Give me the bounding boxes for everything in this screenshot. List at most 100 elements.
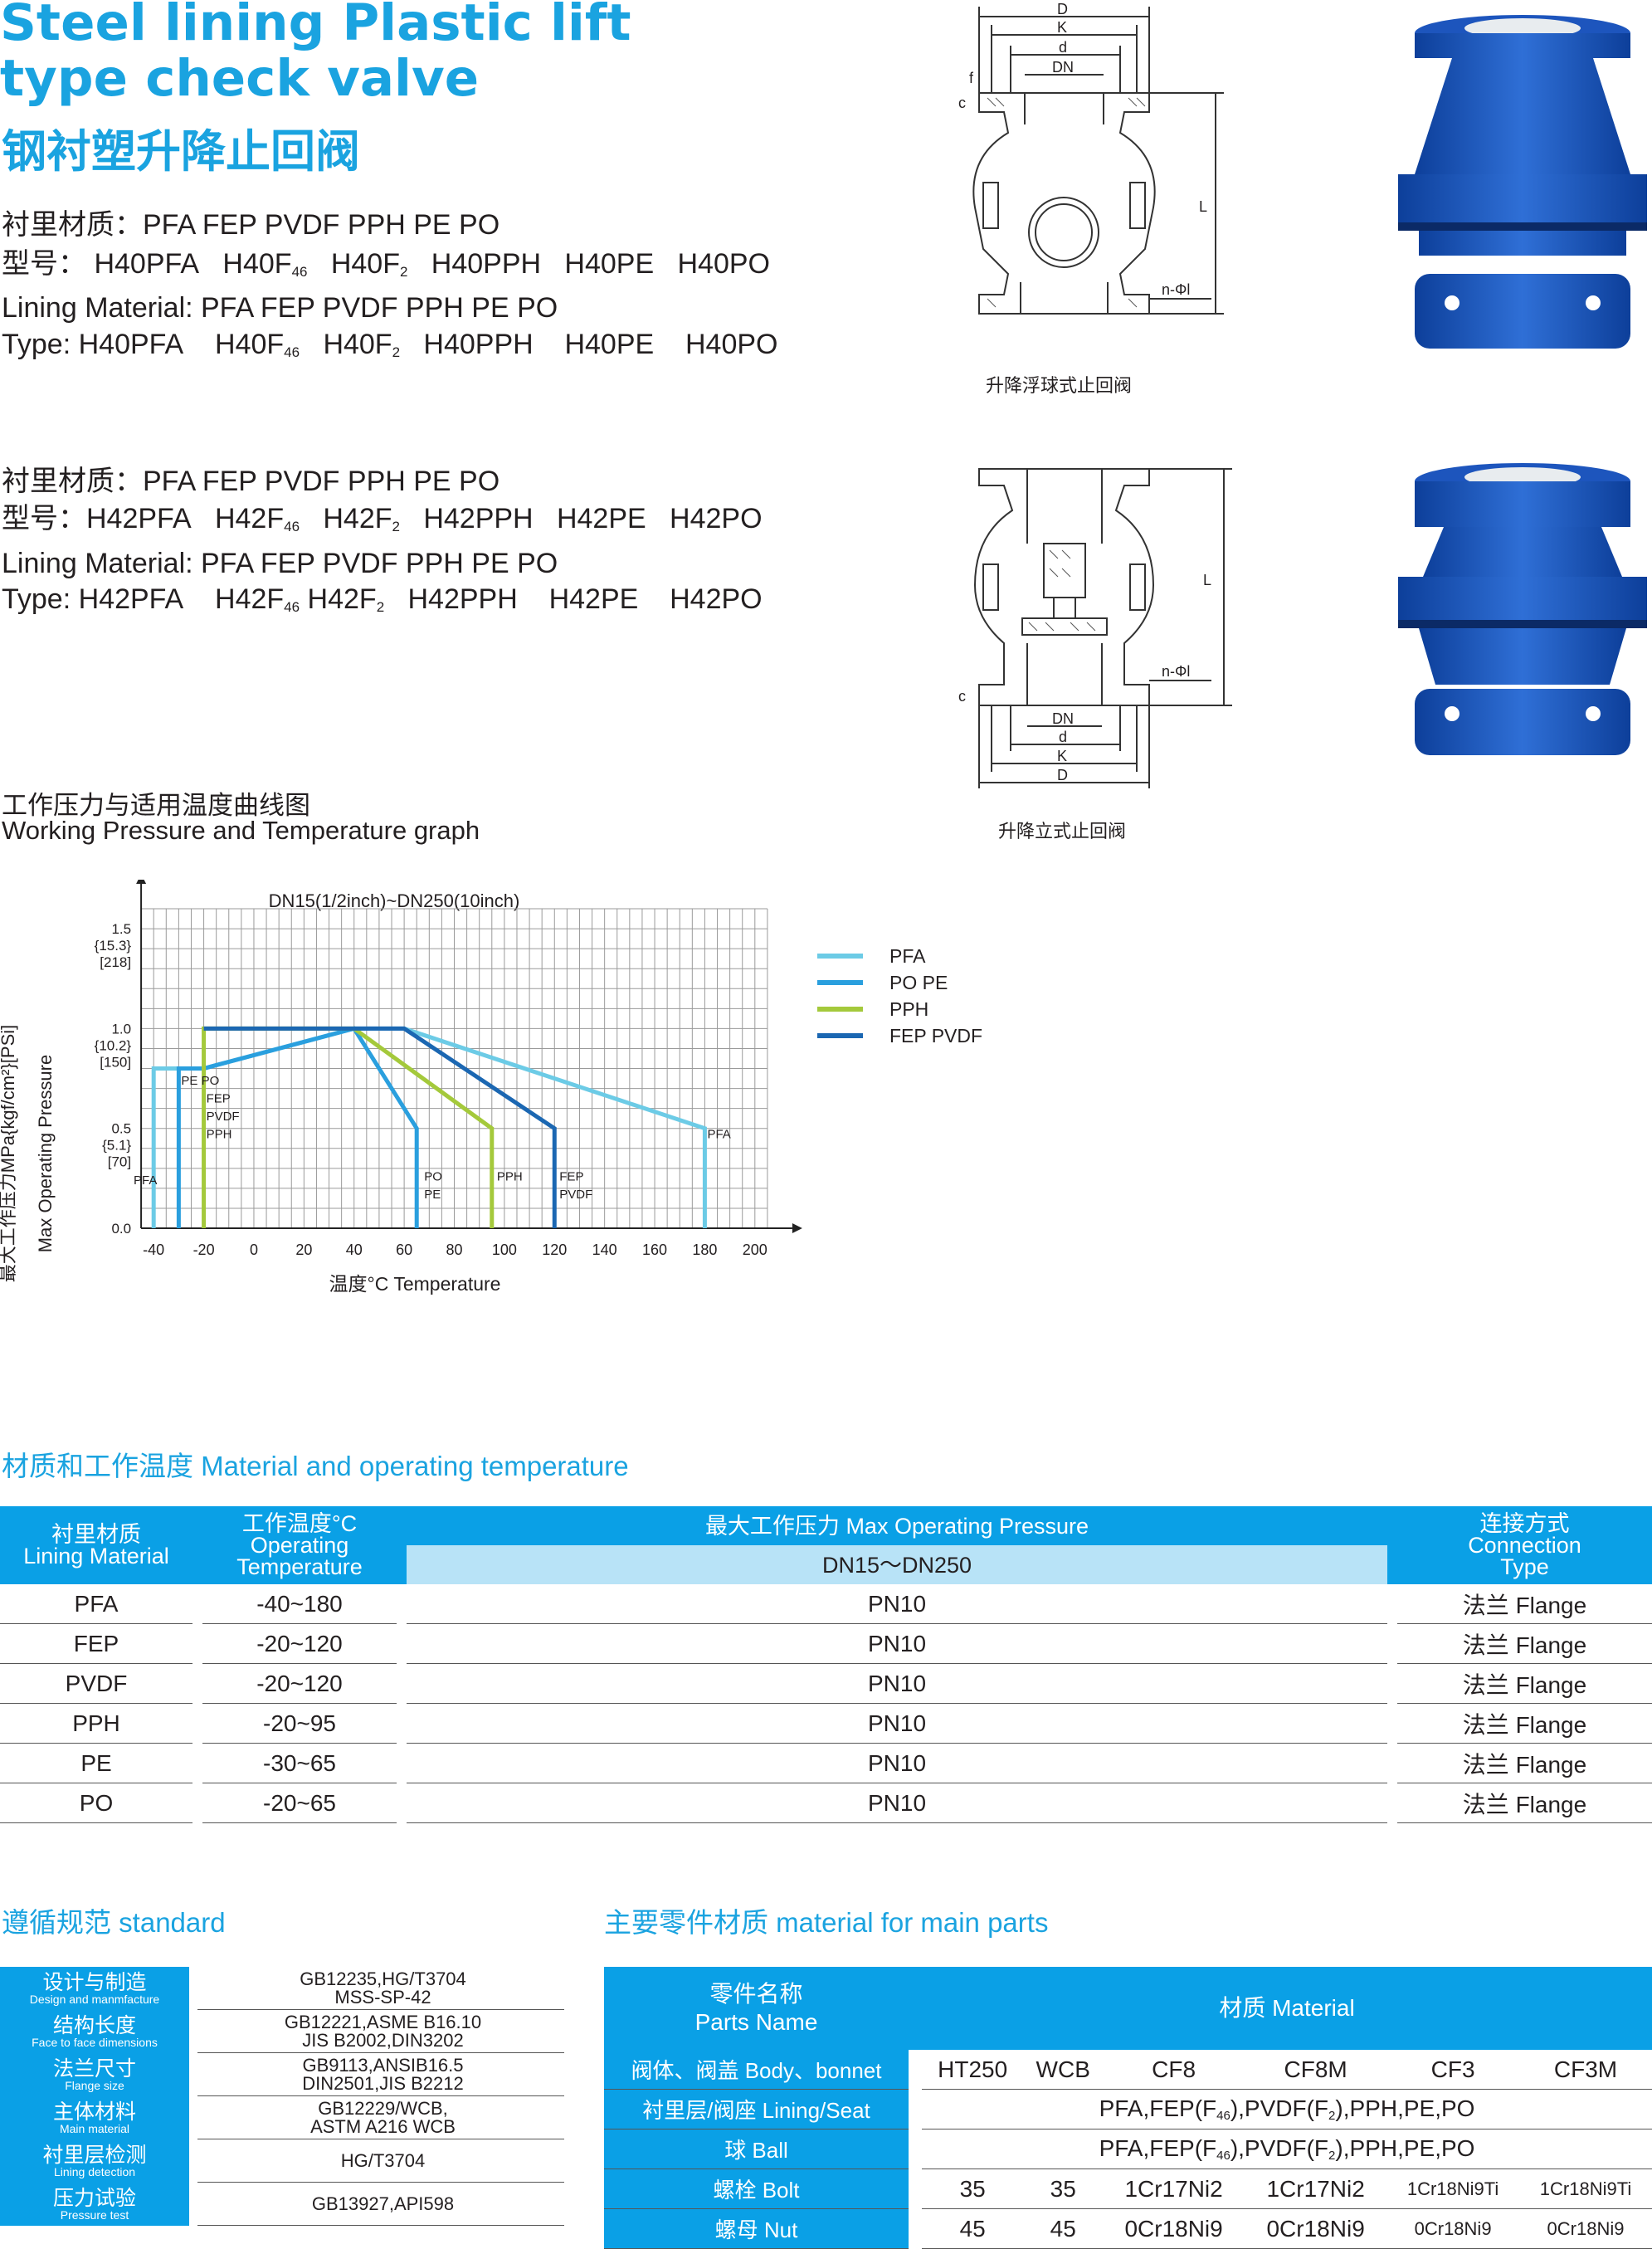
chart-annotation: FEP — [207, 1091, 231, 1105]
part-body-mat-4: CF8M — [1245, 2050, 1387, 2090]
vertical-valve-photo — [1398, 463, 1647, 755]
dim-f: f — [969, 70, 974, 86]
h42-models-zh: H42PFA H42F46 H42F2 H42PPH H42PE H42PO — [86, 503, 763, 534]
chart-annotation: FEP — [559, 1169, 583, 1183]
part-lining-label: 衬里层/阀座 Lining/Seat — [604, 2090, 909, 2129]
temp-cell: -40~180 — [202, 1584, 397, 1624]
part-body-mat-6: CF3M — [1519, 2050, 1652, 2090]
parts-row-lining: 衬里层/阀座 Lining/Seat PFA,FEP(F46),PVDF(F2)… — [604, 2090, 1652, 2129]
temp-cell: -20~95 — [202, 1704, 397, 1744]
parts-row-nut: 螺母 Nut 45 45 0Cr18Ni9 0Cr18Ni9 0Cr18Ni9 … — [604, 2209, 1652, 2249]
dim-DN-2: DN — [1052, 710, 1074, 727]
connection-cell: 法兰 Flange — [1397, 1704, 1652, 1744]
col-temp: 工作温度°C Operating Temperature — [202, 1506, 397, 1584]
dim-L: L — [1199, 198, 1207, 215]
part-bolt-mat-1: 35 — [922, 2169, 1024, 2209]
chart-annotation: PE — [424, 1188, 441, 1202]
part-body-mat-5: CF3 — [1386, 2050, 1520, 2090]
title-en-line1: Steel lining Plastic lift — [0, 0, 631, 52]
material-section-title: 材质和工作温度 Material and operating temperatu… — [2, 1451, 629, 1481]
cell-gap — [1387, 1783, 1397, 1823]
material-cell: FEP — [0, 1624, 192, 1664]
part-bolt-mat-2: 35 — [1023, 2169, 1104, 2209]
dim-c-2: c — [958, 688, 966, 705]
part-body-mat-3: CF8 — [1103, 2050, 1245, 2090]
y-tick-label: [218] — [100, 954, 131, 970]
graph-title-en: Working Pressure and Temperature graph — [2, 816, 480, 845]
y-tick-label: {5.1} — [102, 1138, 131, 1154]
part-bolt-mat-6: 1Cr18Ni9Ti — [1519, 2169, 1652, 2209]
temp-cell: -20~65 — [202, 1783, 397, 1823]
dim-K: K — [1057, 19, 1067, 36]
parts-table: 零件名称 Parts Name 材质 Material 阀体、阀盖 Body、b… — [604, 1967, 1652, 2249]
cell-gap — [397, 1664, 407, 1704]
cell-gap — [397, 1704, 407, 1744]
chart-annotation: PPH — [497, 1169, 523, 1183]
material-cell: PFA — [0, 1584, 192, 1624]
connection-cell: 法兰 Flange — [1397, 1584, 1652, 1624]
cell-gap — [397, 1584, 407, 1624]
caption-vertical-valve: 升降立式止回阀 — [998, 821, 1127, 842]
x-tick-label: 80 — [446, 1242, 462, 1258]
part-lining-material: PFA,FEP(F46),PVDF(F2),PPH,PE,PO — [922, 2090, 1652, 2129]
h42-lining-en: Lining Material: PFA FEP PVDF PPH PE PO — [2, 548, 558, 579]
h42-type-en: Type: H42PFA H42F46 H42F2 H42PPH H42PE H… — [2, 583, 763, 616]
part-bolt-mat-5: 1Cr18Ni9Ti — [1386, 2169, 1520, 2209]
pressure-cell: PN10 — [407, 1704, 1387, 1744]
h40-type-en-prefix: Type: — [2, 329, 79, 360]
cell-gap — [192, 1584, 202, 1624]
connection-cell: 法兰 Flange — [1397, 1664, 1652, 1704]
part-nut-mat-5: 0Cr18Ni9 — [1386, 2209, 1520, 2249]
pressure-cell: PN10 — [407, 1744, 1387, 1783]
standard-value: GB12229/WCB,ASTM A216 WCB — [197, 2096, 564, 2139]
dim-D: D — [1057, 1, 1068, 17]
x-tick-label: 140 — [592, 1242, 617, 1258]
cell-gap — [397, 1744, 407, 1783]
cell-gap — [1387, 1624, 1397, 1664]
x-axis-arrow — [792, 1223, 802, 1233]
x-tick-label: 40 — [346, 1242, 363, 1258]
y-tick-label: 1.5 — [111, 921, 131, 937]
series-line-po-pe — [176, 1026, 419, 1228]
title-en-line2: type check valve — [0, 49, 480, 108]
part-nut-label: 螺母 Nut — [604, 2209, 909, 2249]
y-tick-label: {10.2} — [95, 1037, 132, 1053]
y-tick-label: {15.3} — [95, 938, 132, 954]
y-tick-label: 0.5 — [111, 1121, 131, 1137]
legend-label: PFA — [889, 945, 926, 967]
h40-lining-en: Lining Material: PFA FEP PVDF PPH PE PO — [2, 292, 558, 324]
col-part-name: 零件名称 Parts Name — [604, 1967, 909, 2050]
part-bolt-mat-3: 1Cr17Ni2 — [1103, 2169, 1245, 2209]
dim-L-2: L — [1203, 572, 1211, 588]
dim-nphi-2: n-Φl — [1162, 663, 1190, 680]
x-tick-label: 200 — [743, 1242, 768, 1258]
chart-annotation: PFA — [707, 1128, 730, 1142]
material-cell: PE — [0, 1744, 192, 1783]
cell-gap — [192, 1624, 202, 1664]
cell-gap — [192, 1664, 202, 1704]
h42-type-zh-prefix: 型号： — [2, 503, 86, 534]
ball-check-valve-drawing: D K d DN c f L n-Φl — [958, 1, 1224, 315]
connection-cell: 法兰 Flange — [1397, 1624, 1652, 1664]
h40-type-zh: 型号： H40PFA H40F46 H40F2 H40PPH H40PE H40… — [2, 241, 770, 281]
chart-annotation: PVDF — [559, 1188, 592, 1202]
caption-ball-valve: 升降浮球式止回阀 — [986, 375, 1133, 396]
dim-d: d — [1059, 39, 1067, 56]
ball-valve-photo — [1398, 15, 1647, 349]
part-body-mat-1: HT250 — [922, 2050, 1024, 2090]
chart-ylabel-en: Max Operating Pressure — [35, 1055, 56, 1252]
pressure-cell: PN10 — [407, 1584, 1387, 1624]
graph-title-zh: 工作压力与适用温度曲线图 — [2, 791, 310, 820]
